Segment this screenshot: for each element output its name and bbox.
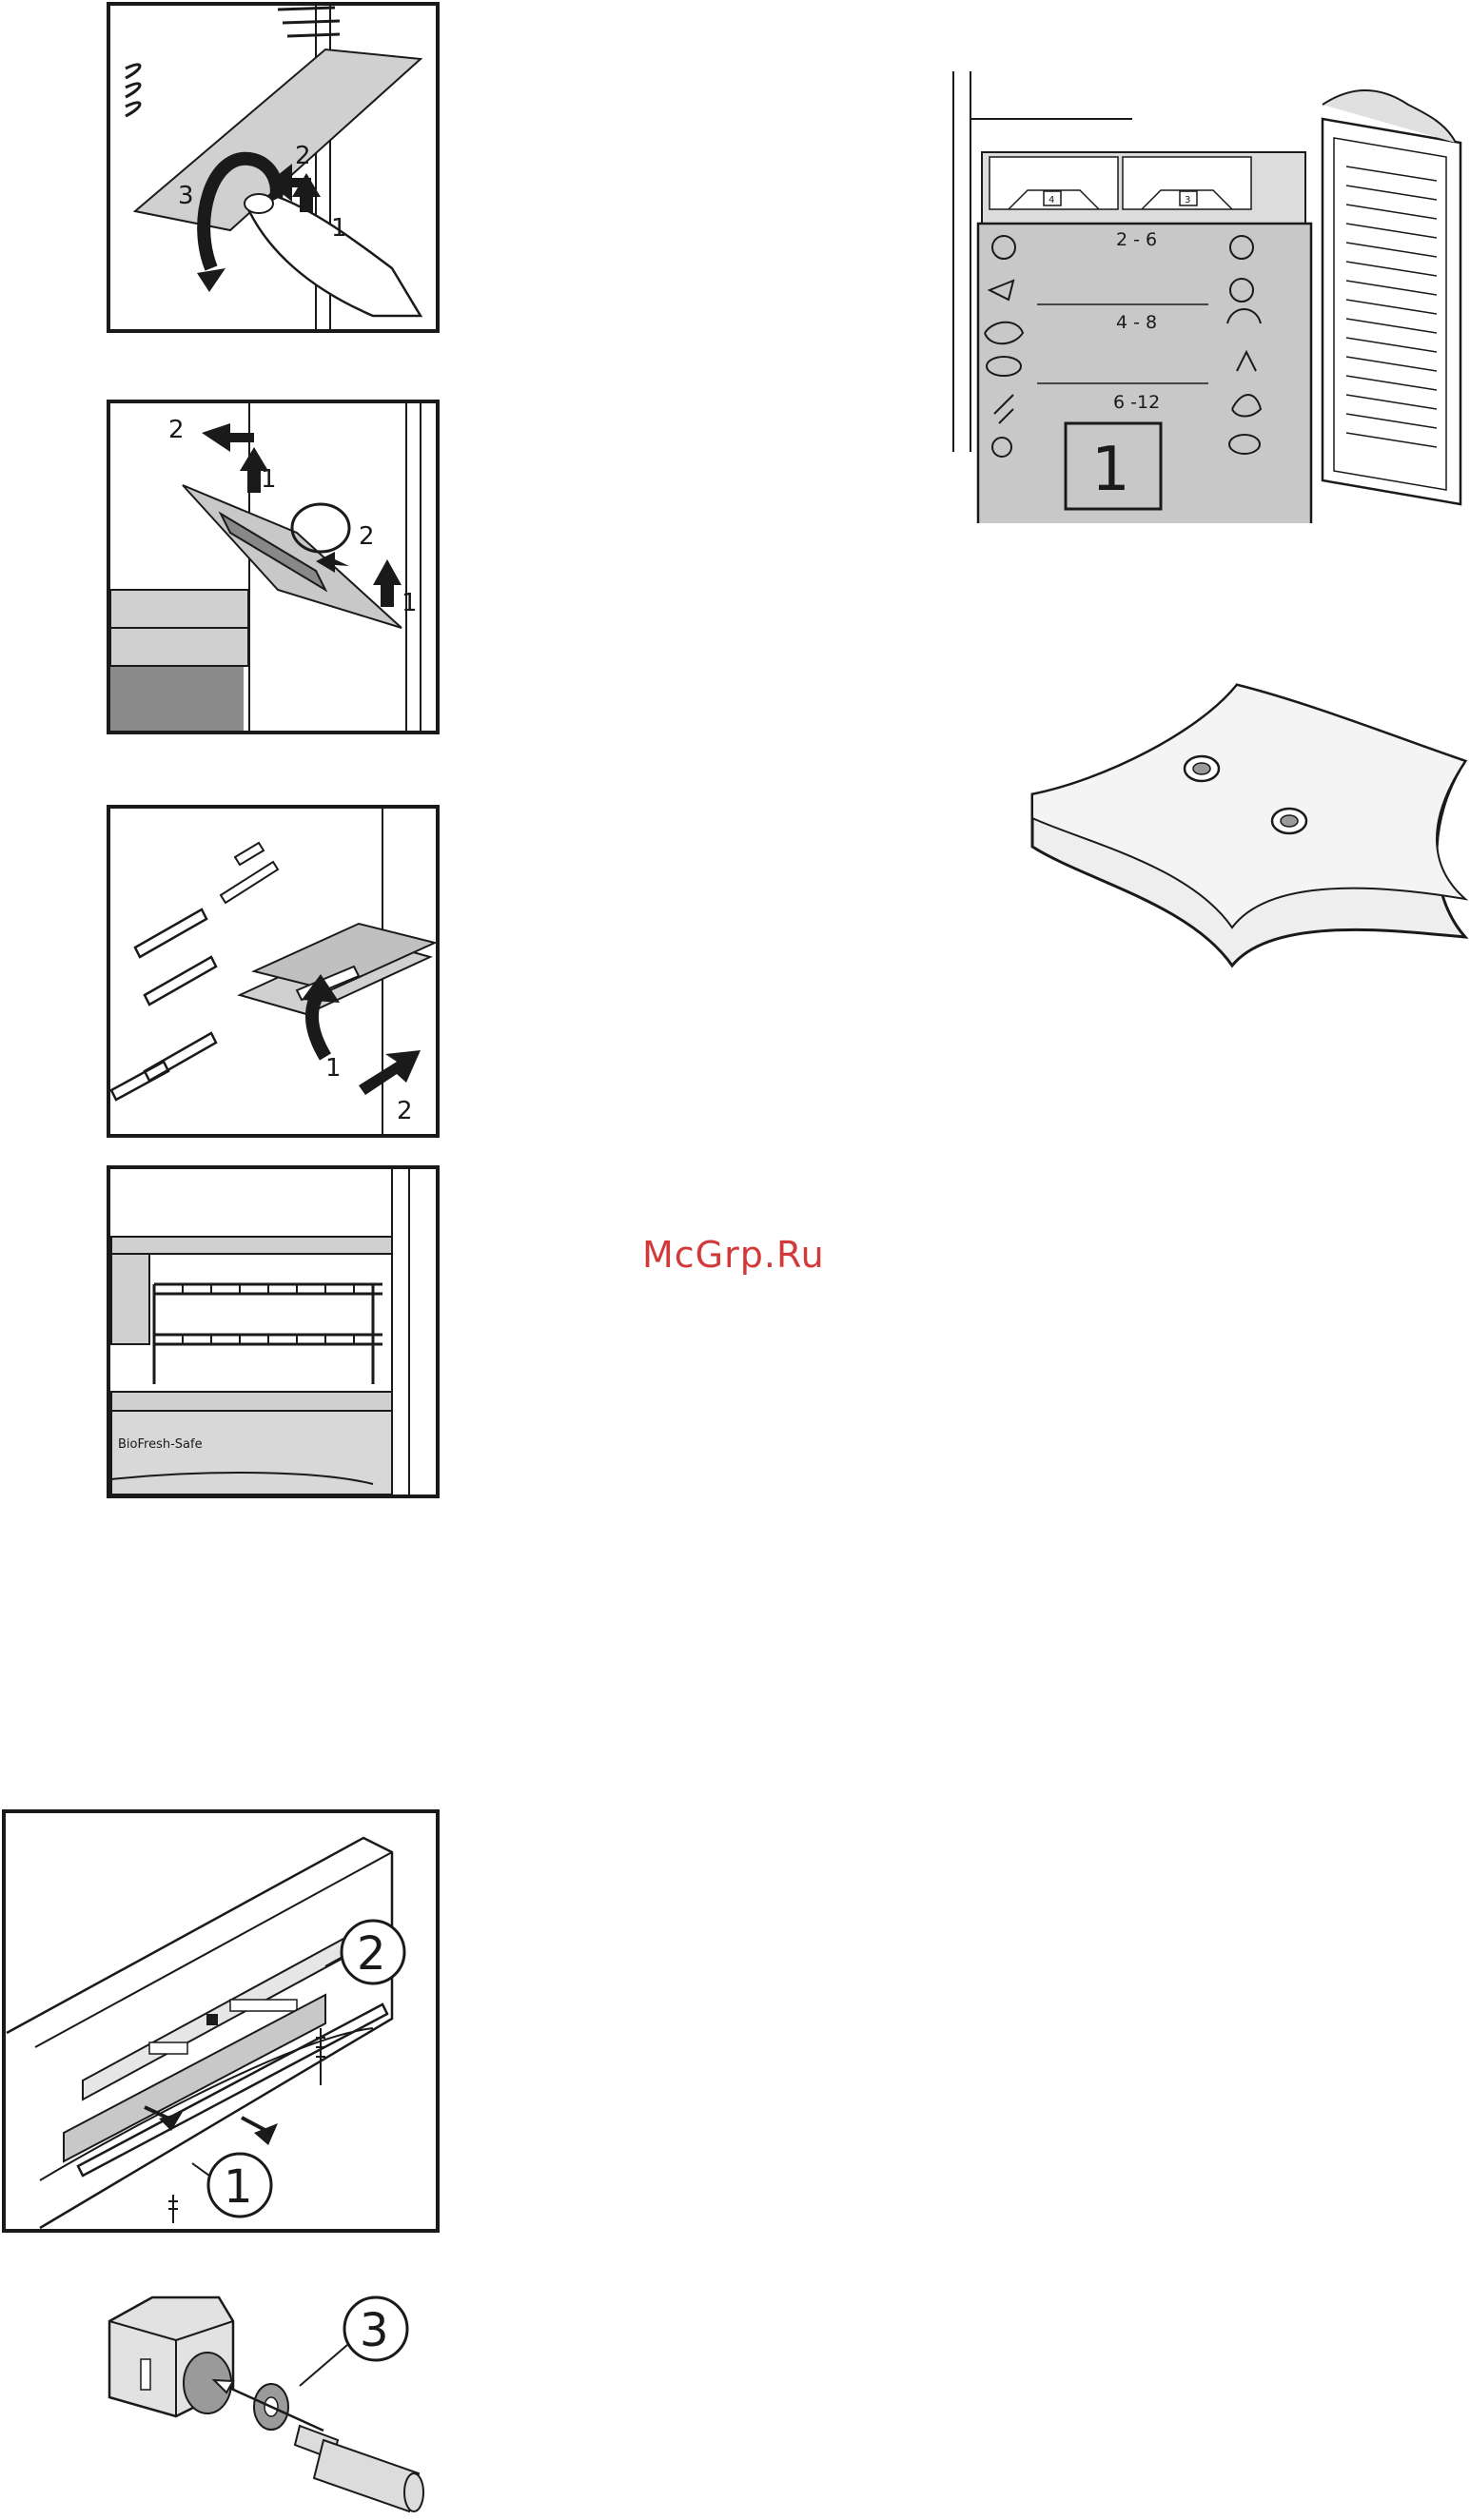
callout-number: 2 — [357, 1927, 386, 1981]
step-label: 3 — [178, 182, 194, 210]
figure-shelving-overview: BioFresh-Safe — [107, 1165, 440, 1498]
callout-number: 3 — [360, 2304, 389, 2357]
step-label: 2 — [397, 1097, 413, 1125]
figure-spacer-assembly: 3 — [95, 2283, 457, 2516]
control-label: 3 — [1185, 195, 1190, 205]
callout-number: 1 — [224, 2160, 253, 2214]
figure-shelf-insert: 1 2 — [107, 805, 440, 1138]
range-label: 4 - 8 — [1116, 312, 1157, 333]
step-label: 1 — [402, 589, 418, 617]
step-label: 2 — [359, 522, 375, 551]
range-label: 2 - 6 — [1116, 229, 1157, 250]
figure-shelf-removal: 1 2 3 — [107, 2, 440, 333]
step-label: 2 — [168, 416, 185, 444]
figure-bracket-removal: 2 1 2 1 — [107, 400, 440, 734]
biofresh-caption: BioFresh-Safe — [118, 1437, 203, 1452]
figure-biofresh-zones: 4 3 2 - 6 4 - 8 6 -12 1 — [942, 71, 1465, 523]
step-label: 2 — [295, 142, 311, 170]
step-label: 1 — [261, 465, 277, 494]
watermark-text: McGrp.Ru — [642, 1234, 825, 1276]
control-label: 4 — [1049, 195, 1054, 205]
figure-display-panel: 2 1 — [2, 1809, 440, 2233]
range-label: 6 -12 — [1113, 392, 1160, 413]
step-label: 1 — [331, 214, 347, 243]
figure-spacer-block — [1028, 675, 1470, 980]
step-label: 1 — [325, 1054, 342, 1083]
zone-label: 1 — [1091, 435, 1130, 505]
